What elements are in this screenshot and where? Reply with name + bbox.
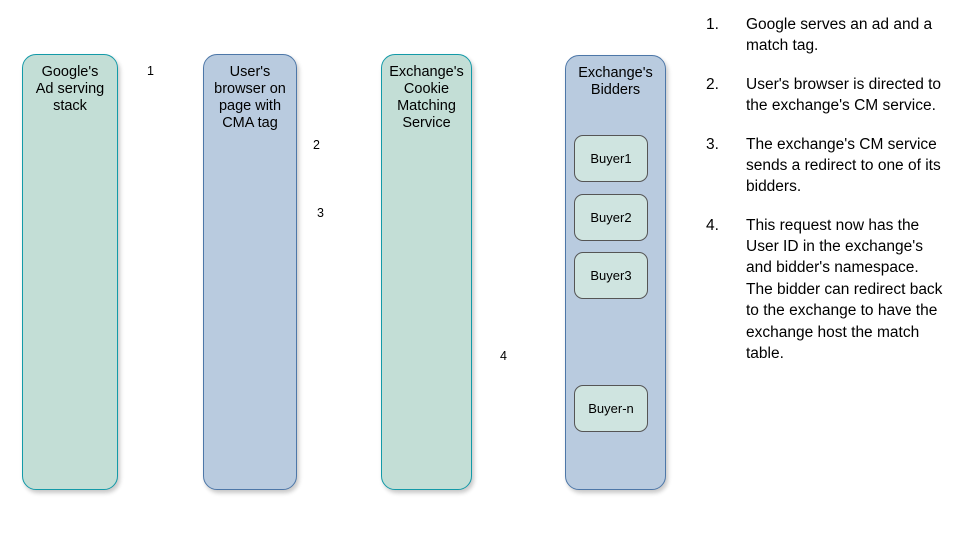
- node-user-browser-label: User's browser on page with CMA tag: [214, 64, 286, 132]
- bidder-chip-buyer1[interactable]: Buyer1: [574, 135, 648, 182]
- step-3-text: The exchange's CM service sends a redire…: [746, 135, 941, 196]
- node-user-browser[interactable]: User's browser on page with CMA tag: [203, 54, 297, 490]
- step-1-number: 1.: [706, 16, 719, 33]
- node-google-ad-serving-stack-label: Google's Ad serving stack: [35, 64, 105, 115]
- list-item: 4. This request now has the User ID in t…: [706, 215, 946, 365]
- bidder-chip-buyer2-label: Buyer2: [590, 210, 632, 225]
- node-exchange-bidders-label: Exchange's Bidders: [578, 65, 653, 99]
- node-exchange-cookie-matching-service[interactable]: Exchange's Cookie Matching Service: [381, 54, 472, 490]
- bidder-chip-buyer2[interactable]: Buyer2: [574, 194, 648, 241]
- bidder-chip-buyer3[interactable]: Buyer3: [574, 252, 648, 299]
- bidder-chip-buyer-n-label: Buyer-n: [588, 401, 634, 416]
- bidder-chip-buyer-n[interactable]: Buyer-n: [574, 385, 648, 432]
- step-4-number: 4.: [706, 216, 719, 234]
- list-item: 1. Google serves an ad and a match tag.: [706, 14, 946, 57]
- arrow-4-label: 4: [500, 349, 507, 363]
- arrow-1-label: 1: [147, 64, 154, 78]
- bidder-chip-buyer1-label: Buyer1: [590, 151, 632, 166]
- bidder-chip-buyer3-label: Buyer3: [590, 268, 632, 283]
- steps-list: 1. Google serves an ad and a match tag. …: [706, 14, 946, 381]
- step-1-text: Google serves an ad and a match tag.: [746, 16, 933, 55]
- list-item: 3. The exchange's CM service sends a red…: [706, 134, 946, 198]
- arrow-2-label: 2: [313, 138, 320, 152]
- step-3-number: 3.: [706, 135, 719, 153]
- arrow-3-label: 3: [317, 206, 324, 220]
- node-google-ad-serving-stack[interactable]: Google's Ad serving stack: [22, 54, 118, 490]
- step-2-number: 2.: [706, 75, 719, 93]
- list-item: 2. User's browser is directed to the exc…: [706, 74, 946, 117]
- node-exchange-cookie-matching-service-label: Exchange's Cookie Matching Service: [389, 64, 464, 132]
- step-2-text: User's browser is directed to the exchan…: [746, 75, 942, 115]
- step-4-text: This request now has the User ID in the …: [746, 216, 943, 362]
